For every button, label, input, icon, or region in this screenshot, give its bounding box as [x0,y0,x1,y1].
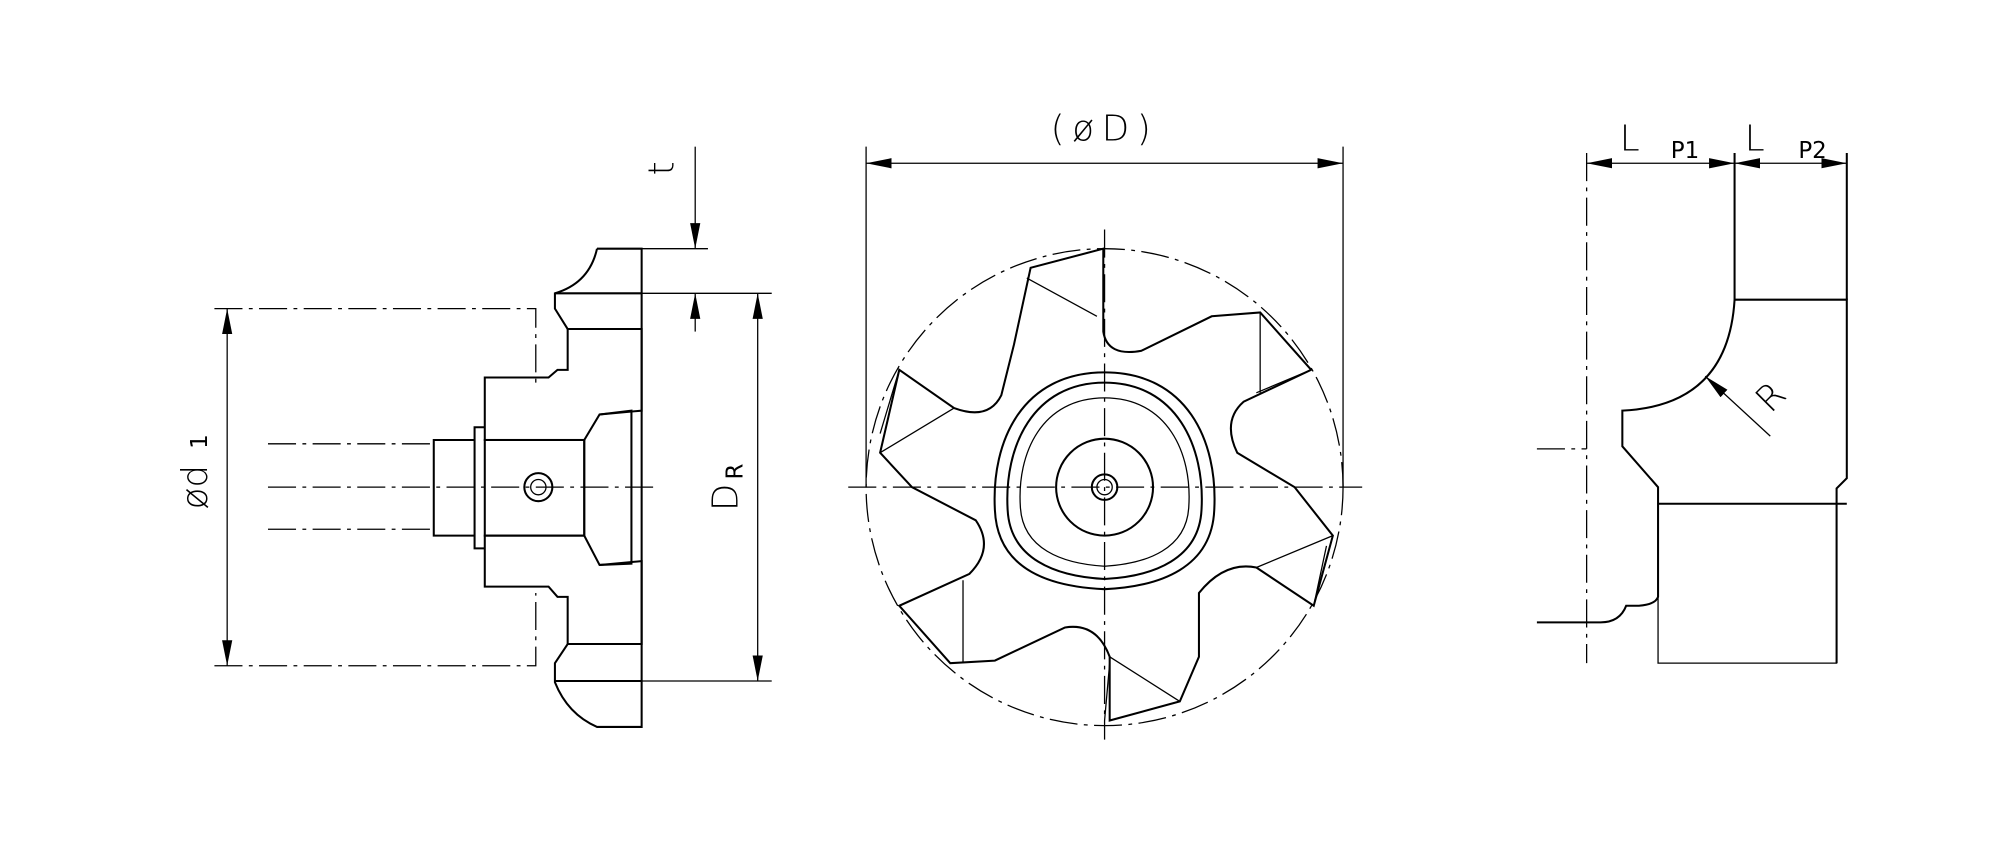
d1-subscript: 1 [187,434,213,449]
cutter-teeth-outline [879,247,1334,722]
profile-view: L P1 L P2 R [1536,118,1848,664]
dr-subscript: R [722,464,748,480]
lp1-label: L [1620,118,1640,159]
t-label: t [642,161,683,175]
hatched-body [1657,503,1838,664]
d1-label: ød [175,465,216,509]
lp2-subscript: P2 [1798,138,1826,164]
dr-label: D [705,484,746,511]
hatched-section-top [483,328,643,441]
front-view: (øD) [848,108,1363,740]
left-section-view: ød 1 D R t [175,146,772,728]
hatched-section-bottom [483,534,643,646]
lp1-subscript: P1 [1671,138,1699,164]
r-dimension [1704,375,1771,437]
lp2-label: L [1745,118,1765,159]
r-label: R [1748,374,1795,421]
od-label: (øD) [1051,108,1159,149]
